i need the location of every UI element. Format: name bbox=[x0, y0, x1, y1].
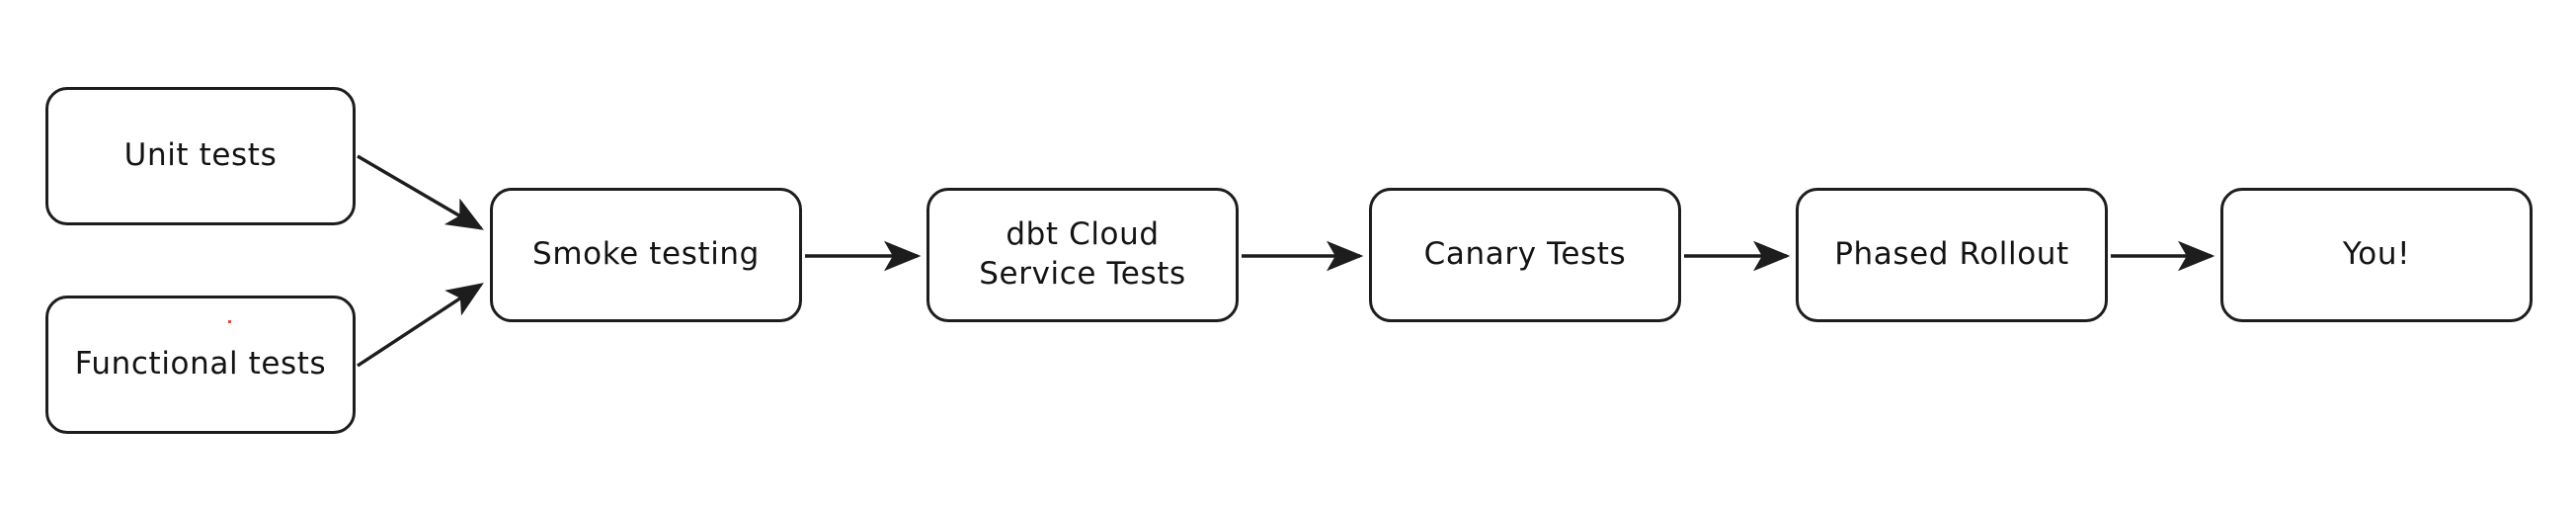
node-functional-tests[interactable]: Functional tests bbox=[45, 296, 356, 434]
edge-unit-tests-to-smoke-testing bbox=[357, 154, 484, 230]
node-you-label: You! bbox=[2342, 236, 2411, 273]
node-dbt-cloud-service-tests-label: dbt Cloud Service Tests bbox=[979, 216, 1186, 292]
node-canary-tests-label: Canary Tests bbox=[1423, 236, 1627, 273]
node-unit-tests[interactable]: Unit tests bbox=[45, 87, 356, 225]
node-unit-tests-label: Unit tests bbox=[123, 137, 278, 174]
node-you[interactable]: You! bbox=[2220, 188, 2533, 322]
node-dbt-cloud-service-tests[interactable]: dbt Cloud Service Tests bbox=[926, 188, 1239, 322]
node-smoke-testing[interactable]: Smoke testing bbox=[490, 188, 802, 322]
node-phased-rollout-label: Phased Rollout bbox=[1834, 236, 2069, 273]
node-canary-tests[interactable]: Canary Tests bbox=[1369, 188, 1681, 322]
node-smoke-testing-label: Smoke testing bbox=[532, 236, 760, 273]
red-dot-artifact bbox=[228, 320, 231, 323]
node-functional-tests-label: Functional tests bbox=[74, 346, 327, 382]
edge-functional-tests-to-smoke-testing bbox=[357, 283, 484, 368]
node-phased-rollout[interactable]: Phased Rollout bbox=[1796, 188, 2108, 322]
